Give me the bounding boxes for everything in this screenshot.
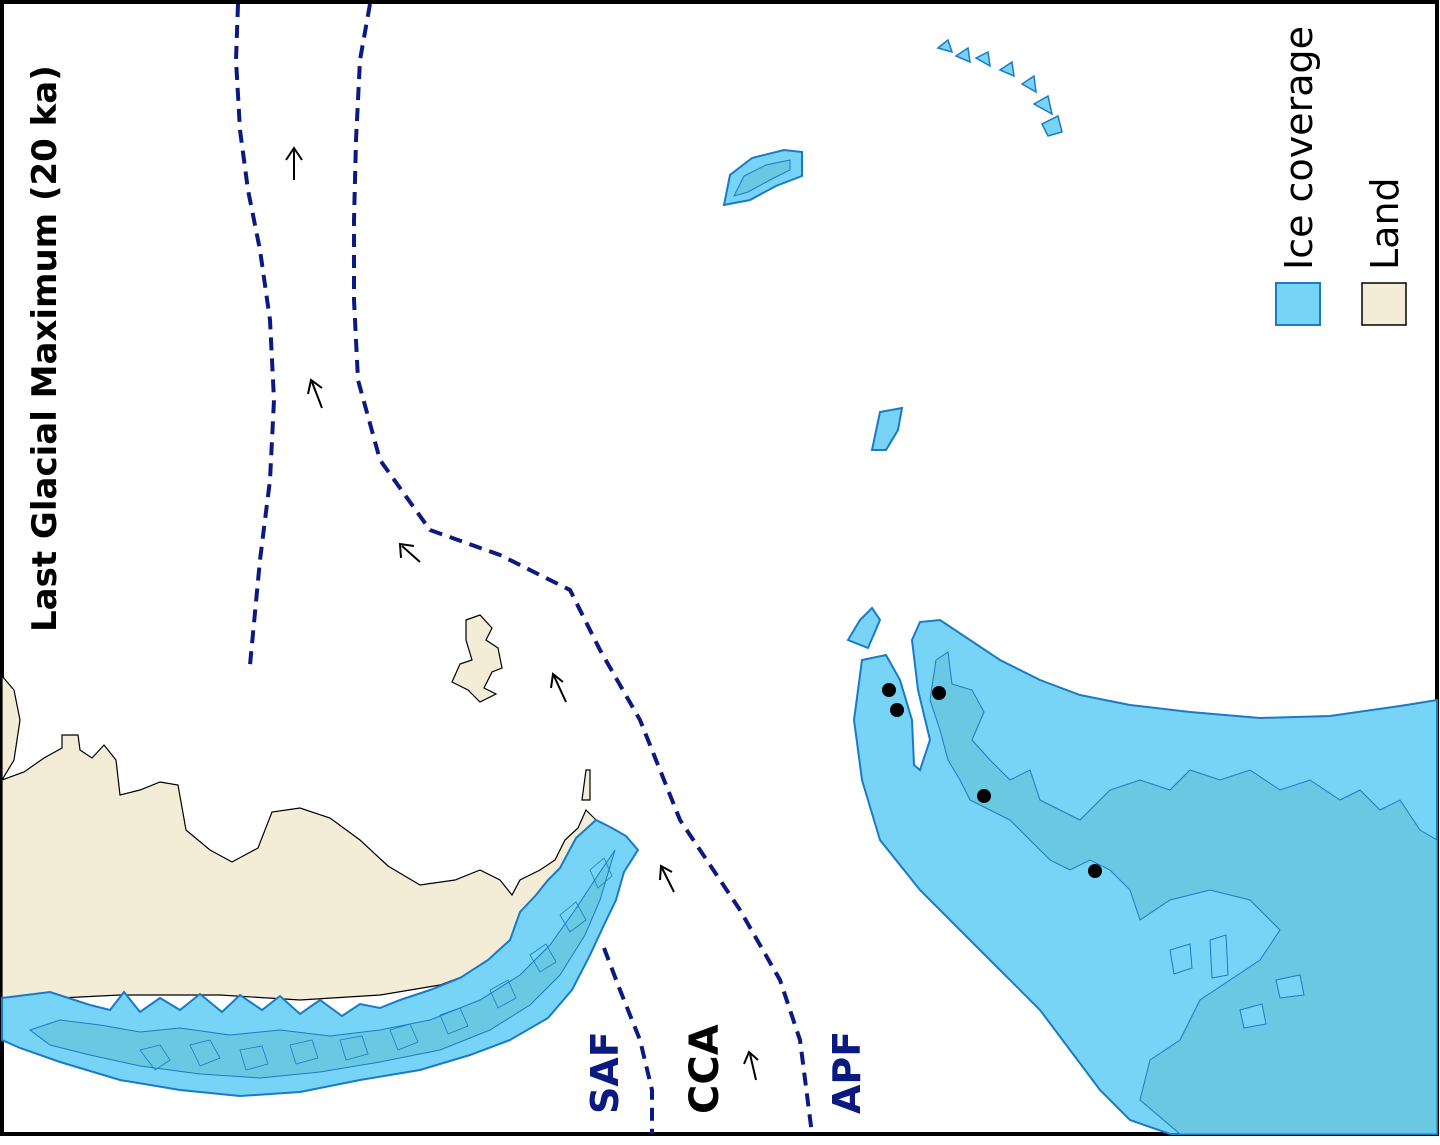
south-sandwich-islands [936, 38, 1063, 137]
front-line-apf [352, 3, 814, 1135]
south-shetland-ice [870, 406, 904, 451]
site-marker [977, 789, 991, 803]
island-ice-caps [722, 38, 1063, 650]
coast-spit [581, 769, 591, 801]
south-orkney-ice [846, 606, 882, 650]
peninsula-ice-islets [1169, 934, 1305, 1029]
flow-arrows [285, 146, 759, 1081]
patagonian-ice-inner [28, 849, 616, 1079]
south-georgia-inner-ice [733, 159, 791, 197]
site-marker [890, 703, 904, 717]
arrow-icon [285, 146, 303, 180]
front-line-saf [602, 947, 654, 1134]
site-marker [1088, 864, 1102, 878]
legend-ice-label: Ice coverage [1277, 26, 1321, 270]
arrow-icon [307, 378, 323, 409]
arrow-icon [659, 864, 675, 893]
oceanic-fronts [233, 3, 814, 1135]
front-label-apf: APF [825, 1031, 869, 1114]
legend-land-swatch [1361, 282, 1407, 326]
legend-ice-swatch [1275, 282, 1321, 326]
legend-land-label: Land [1363, 177, 1407, 270]
front-line-north [233, 3, 277, 666]
front-label-saf: SAF [583, 1031, 627, 1114]
antarctic-peninsula-inner-ice [929, 651, 1438, 1135]
arrow-icon [398, 542, 421, 563]
arrow-icon [743, 1050, 759, 1081]
front-label-cca: CCA [682, 1024, 728, 1114]
site-markers [882, 683, 1102, 878]
site-marker [932, 686, 946, 700]
arrow-icon [550, 672, 567, 703]
falklands-land [451, 614, 503, 703]
patagonian-ice-cells [139, 857, 613, 1071]
site-marker [882, 683, 896, 697]
map-title: Last Glacial Maximum (20 ka) [25, 65, 65, 632]
map-legend: Ice coverage Land [1275, 26, 1407, 326]
